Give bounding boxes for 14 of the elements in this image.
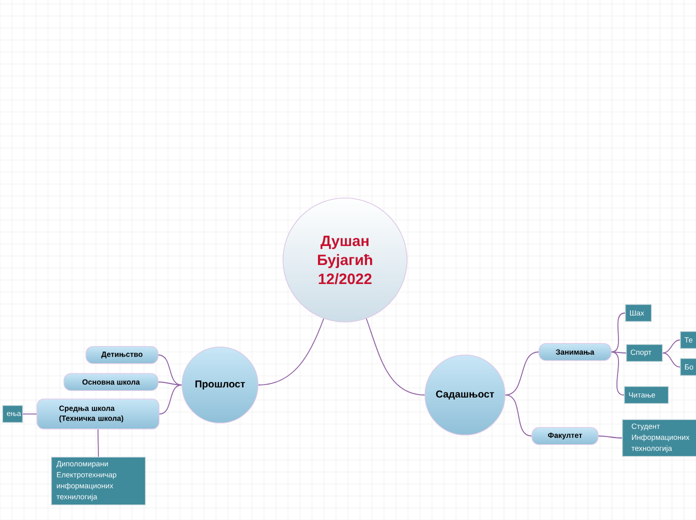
connector-line [158,382,182,386]
connector-line [504,352,540,396]
connector-line [610,312,626,352]
connector-line [158,384,182,414]
connector-line [504,394,532,436]
connector-line [610,352,626,354]
connector-line [98,428,99,458]
connector-line [158,354,182,386]
connector-line [366,318,426,396]
connector-line [662,352,680,368]
connector-line [610,352,624,396]
connector-line [662,340,680,354]
connector-line [598,436,622,438]
connector-line [258,318,324,386]
